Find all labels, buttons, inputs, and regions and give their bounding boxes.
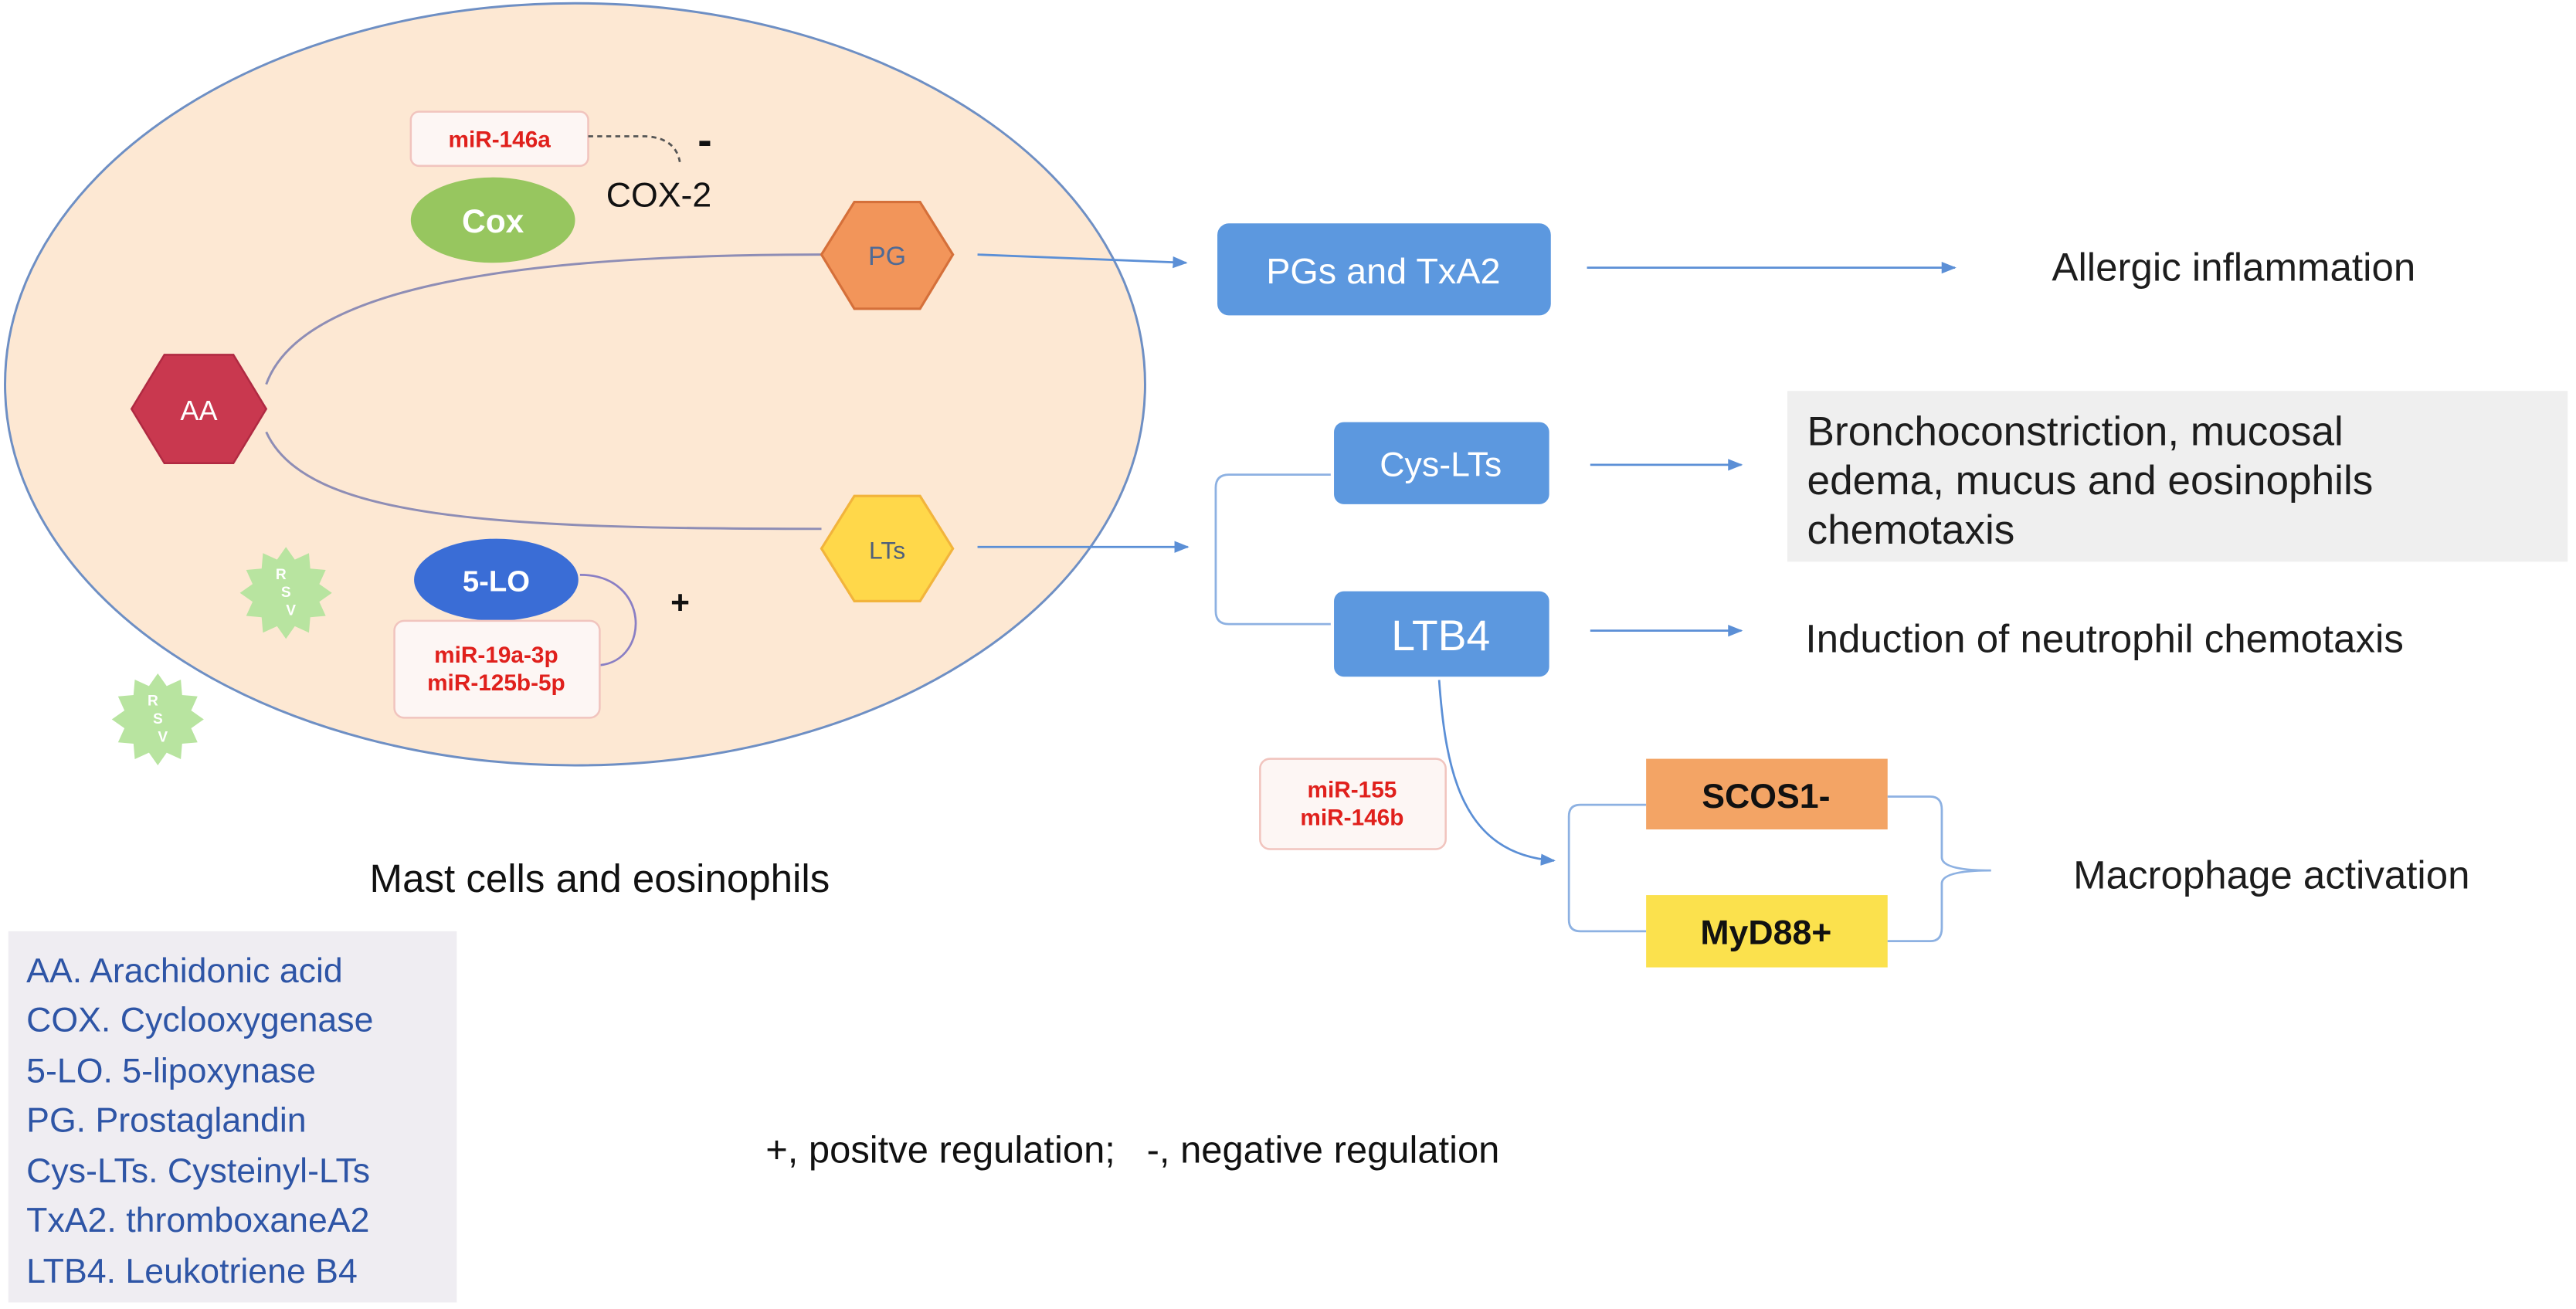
mir-146b-label: miR-146b xyxy=(1300,805,1403,831)
legend-item: LTB4. Leukotriene B4 xyxy=(26,1253,358,1290)
lts-hexagon xyxy=(820,494,955,602)
aa-to-pg-curve xyxy=(265,253,822,385)
scos1-label: SCOS1- xyxy=(1702,778,1830,816)
myd88-label: MyD88+ xyxy=(1700,914,1831,951)
neutrophil-chemotaxis-text: Induction of neutrophil chemotaxis xyxy=(1805,616,2403,660)
rsv-letter: S xyxy=(281,585,291,601)
rsv-virus-badge: R S V xyxy=(111,673,204,766)
mir-155-146b-box xyxy=(1259,758,1447,850)
aa-to-lts-curve xyxy=(265,431,822,531)
mir-146a-inhibition-line xyxy=(588,135,681,164)
lts-label: LTs xyxy=(869,536,905,564)
cys-lts-box xyxy=(1334,422,1549,504)
myd88-box xyxy=(1646,895,1888,968)
rsv-letter: R xyxy=(276,567,287,583)
legend-item: AA. Arachidonic acid xyxy=(26,952,343,990)
positive-regulation-sign: + xyxy=(670,585,690,622)
bronchoconstriction-line-3: chemotaxis xyxy=(1807,507,2015,553)
five-lo-label: 5-LO xyxy=(463,565,530,598)
mir-125b-5p-label: miR-125b-5p xyxy=(427,670,565,696)
cox-2-label: COX-2 xyxy=(606,177,711,215)
aa-hexagon xyxy=(130,354,268,465)
pg-label: PG xyxy=(868,242,906,271)
rsv-letter: V xyxy=(286,603,296,619)
signalling-right-brace xyxy=(1887,795,1991,942)
cys-lts-label: Cys-LTs xyxy=(1380,446,1502,483)
ltb4-box xyxy=(1334,591,1549,677)
abbreviation-legend: AA. Arachidonic acid COX. Cyclooxygenase… xyxy=(8,931,457,1303)
legend-item: TxA2. thromboxaneA2 xyxy=(26,1202,369,1239)
cox-enzyme-oval xyxy=(410,177,575,263)
signalling-left-bracket xyxy=(1567,803,1647,933)
mir-155-label: miR-155 xyxy=(1308,777,1397,802)
ltb4-to-signalling-arrow xyxy=(1437,680,1556,866)
rsv-letter: V xyxy=(158,729,168,745)
legend-item: Cys-LTs. Cysteinyl-LTs xyxy=(26,1152,370,1190)
regulation-footnote: +, positve regulation; -, negative regul… xyxy=(765,1130,1499,1172)
legend-box xyxy=(8,931,457,1303)
scos1-box xyxy=(1646,758,1888,829)
pg-hexagon xyxy=(820,200,955,310)
five-lo-activation-curve xyxy=(579,573,637,666)
pg-to-pgs-arrow xyxy=(977,253,1188,269)
pgs-txa2-label: PGs and TxA2 xyxy=(1266,251,1500,291)
legend-item: 5-LO. 5-lipoxynase xyxy=(26,1053,316,1090)
mir-146a-label: miR-146a xyxy=(448,127,551,152)
ltb4-label: LTB4 xyxy=(1391,612,1490,660)
macrophage-activation-text: Macrophage activation xyxy=(2073,853,2469,897)
legend-item: PG. Prostaglandin xyxy=(26,1101,306,1139)
aa-label: AA xyxy=(180,395,218,426)
legend-item: COX. Cyclooxygenase xyxy=(26,1002,373,1039)
mir-19a-125b-box xyxy=(393,619,601,719)
rsv-letter: R xyxy=(148,693,158,710)
rsv-letter: S xyxy=(153,711,163,727)
rsv-virus-badge: R S V xyxy=(239,547,332,639)
bronchoconstriction-box xyxy=(1787,391,2568,562)
mir-146a-box xyxy=(409,110,589,168)
cox-label: Cox xyxy=(462,203,524,240)
cell-type-caption: Mast cells and eosinophils xyxy=(370,856,830,900)
leukotriene-bracket xyxy=(1214,473,1331,626)
rsv-starburst-icon xyxy=(111,673,204,766)
rsv-starburst-icon xyxy=(239,547,332,639)
allergic-inflammation-text: Allergic inflammation xyxy=(2052,246,2415,290)
pgs-txa2-box xyxy=(1217,223,1551,316)
negative-regulation-sign: - xyxy=(697,116,711,164)
five-lo-enzyme-oval xyxy=(414,538,579,621)
bronchoconstriction-line-1: Bronchoconstriction, mucosal xyxy=(1807,409,2344,454)
bronchoconstriction-line-2: edema, mucus and eosinophils xyxy=(1807,458,2374,504)
mir-19a-3p-label: miR-19a-3p xyxy=(434,643,558,668)
